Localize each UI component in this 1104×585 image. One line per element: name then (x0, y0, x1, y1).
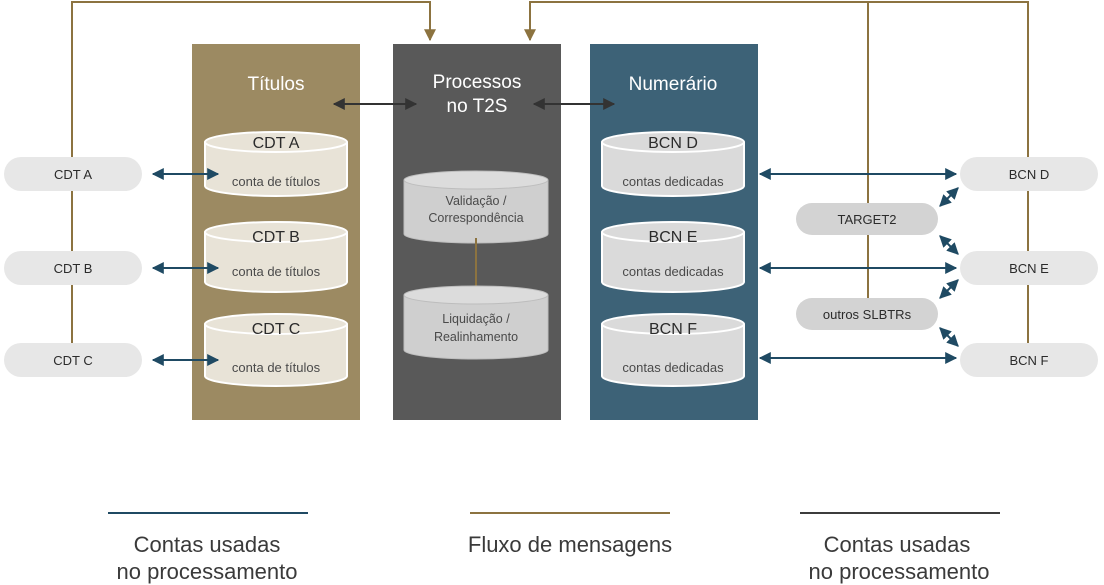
node-outros-slbtrs: outros SLBTRs (796, 298, 938, 330)
right-node-bcn-f: BCN F (960, 343, 1098, 377)
bcn-d-sub: contas dedicadas (622, 174, 724, 189)
processos-title-line1: Processos (433, 72, 522, 93)
cdt-b-sub: conta de títulos (232, 264, 321, 279)
account-arrows-right (758, 168, 958, 364)
diagonal-arrows (939, 187, 959, 347)
cdt-b-title: CDT B (252, 229, 300, 246)
processos-title-line2: no T2S (447, 96, 508, 117)
process-validacao: Validação / Correspondência (403, 170, 549, 244)
cash-cylinder-d: BCN D contas dedicadas (601, 131, 745, 197)
cdt-a-title: CDT A (253, 135, 300, 152)
liquidacao-line2: Realinhamento (434, 330, 518, 344)
cash-cylinder-f: BCN F contas dedicadas (601, 313, 745, 387)
bcn-f-sub: contas dedicadas (622, 360, 724, 375)
node-target2: TARGET2 (796, 203, 938, 235)
right-node-bcn-d-label: BCN D (1009, 167, 1049, 182)
cdt-a-sub: conta de títulos (232, 174, 321, 189)
legend-1-line2: no processamento (117, 559, 298, 584)
left-node-cdt-c: CDT C (4, 343, 142, 377)
left-node-cdt-b-label: CDT B (54, 261, 93, 276)
left-node-cdt-a: CDT A (4, 157, 142, 191)
cash-cylinder-e: BCN E contas dedicadas (601, 221, 745, 293)
arrow-outros-bcn-e (939, 279, 959, 299)
validacao-line1: Validação / (446, 194, 507, 208)
arrow-outros-bcn-f (939, 327, 959, 347)
left-node-cdt-c-label: CDT C (53, 353, 92, 368)
cdt-c-title: CDT C (252, 321, 301, 338)
legend-2-line1: Fluxo de mensagens (468, 532, 672, 557)
node-target2-label: TARGET2 (838, 212, 897, 227)
legend-1-line1: Contas usadas (134, 532, 281, 557)
process-liquidacao: Liquidação / Realinhamento (403, 285, 549, 360)
validacao-line2: Correspondência (428, 211, 523, 225)
cdt-c-sub: conta de títulos (232, 360, 321, 375)
bcn-f-title: BCN F (649, 321, 697, 338)
liquidacao-line1: Liquidação / (442, 312, 510, 326)
securities-cylinder-a: CDT A conta de títulos (204, 131, 348, 197)
node-outros-slbtrs-label: outros SLBTRs (823, 307, 912, 322)
bcn-e-title: BCN E (649, 229, 698, 246)
arrow-target2-bcn-e (939, 235, 959, 255)
right-node-bcn-e: BCN E (960, 251, 1098, 285)
left-node-cdt-b: CDT B (4, 251, 142, 285)
account-arrows-left (151, 168, 220, 366)
securities-cylinder-b: CDT B conta de títulos (204, 221, 348, 293)
titulos-title: Títulos (247, 74, 304, 95)
legend-3-line2: no processamento (809, 559, 990, 584)
arrow-target2-bcn-d (939, 187, 959, 207)
legend: Contas usadas no processamento Fluxo de … (108, 512, 1000, 584)
right-node-bcn-f-label: BCN F (1010, 353, 1049, 368)
right-node-bcn-d: BCN D (960, 157, 1098, 191)
numerario-title: Numerário (629, 74, 718, 95)
legend-3-line1: Contas usadas (824, 532, 971, 557)
right-node-bcn-e-label: BCN E (1009, 261, 1049, 276)
bcn-d-title: BCN D (648, 135, 698, 152)
left-node-cdt-a-label: CDT A (54, 167, 92, 182)
securities-cylinder-c: CDT C conta de títulos (204, 313, 348, 387)
bcn-e-sub: contas dedicadas (622, 264, 724, 279)
